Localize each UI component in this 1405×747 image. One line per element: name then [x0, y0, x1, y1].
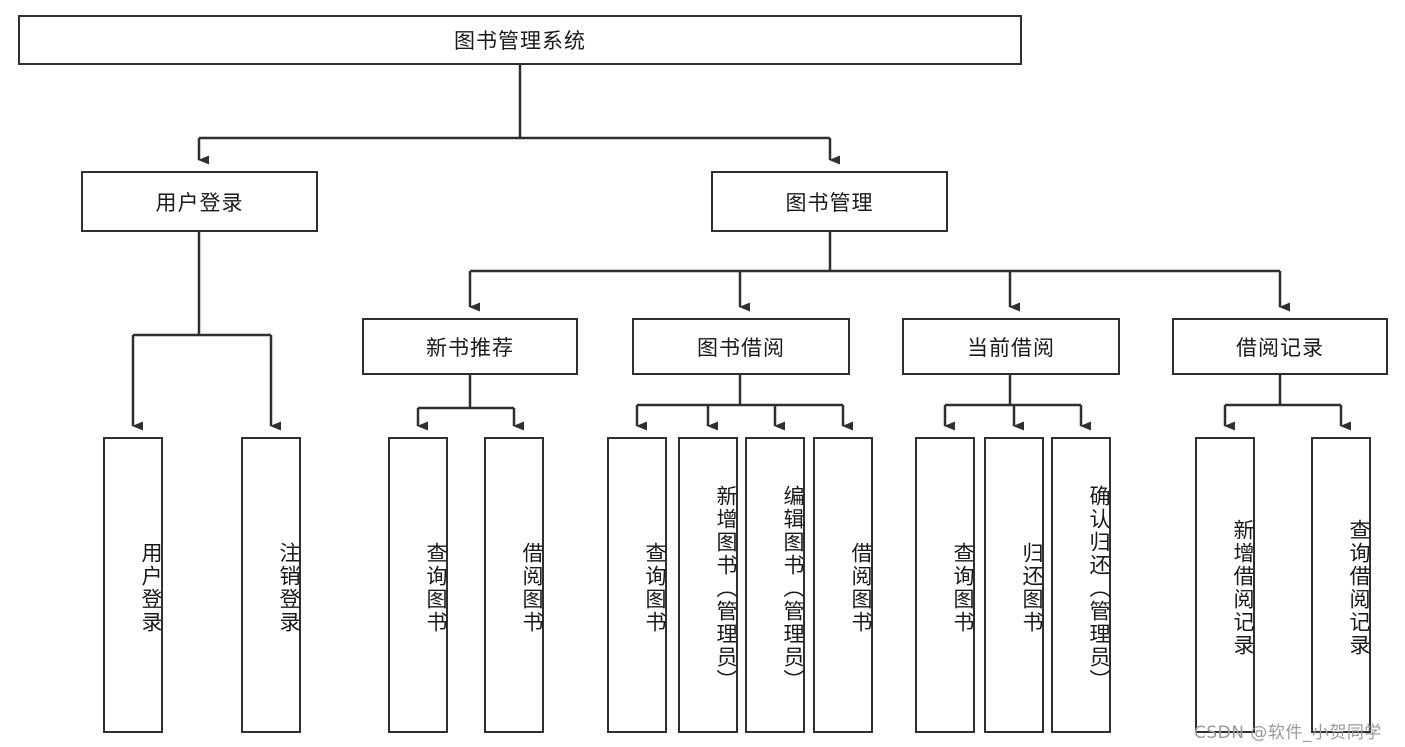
- leaf-query-borrow-record[interactable]: 查询借阅记录: [1311, 437, 1371, 733]
- leaf-confirm-return-admin[interactable]: 确认归还（管理员）: [1051, 437, 1111, 733]
- node-user-login-label: 用户登录: [155, 190, 244, 215]
- leaf-user-login-label: 用户登录: [139, 542, 163, 634]
- leaf-borrow-book-recommend-label: 借阅图书: [520, 542, 544, 634]
- leaf-query-book-recommend-label: 查询图书: [424, 542, 448, 634]
- leaf-borrow-book[interactable]: 借阅图书: [813, 437, 873, 733]
- leaf-query-book-borrow[interactable]: 查询图书: [607, 437, 667, 733]
- node-new-book-recommend-label: 新书推荐: [426, 335, 514, 360]
- leaf-query-book-borrow-label: 查询图书: [643, 542, 667, 634]
- node-book-borrow-label: 图书借阅: [697, 335, 785, 360]
- leaf-return-book[interactable]: 归还图书: [984, 437, 1044, 733]
- leaf-borrow-book-label: 借阅图书: [849, 542, 873, 634]
- leaf-borrow-book-recommend[interactable]: 借阅图书: [484, 437, 544, 733]
- leaf-edit-book-admin-label: 编辑图书（管理员）: [781, 484, 805, 692]
- leaf-user-logout-label: 注销登录: [277, 542, 301, 634]
- node-root-label: 图书管理系统: [454, 29, 586, 53]
- node-borrow-record[interactable]: 借阅记录: [1172, 318, 1388, 375]
- node-book-management-label: 图书管理: [785, 190, 874, 215]
- leaf-user-login[interactable]: 用户登录: [103, 437, 163, 733]
- node-user-login[interactable]: 用户登录: [81, 171, 318, 232]
- node-book-management[interactable]: 图书管理: [711, 171, 948, 232]
- leaf-return-book-label: 归还图书: [1020, 542, 1044, 634]
- node-current-borrow-label: 当前借阅: [967, 335, 1055, 360]
- leaf-add-book-admin-label: 新增图书（管理员）: [714, 484, 738, 692]
- leaf-add-borrow-record-label: 新增借阅记录: [1231, 519, 1255, 657]
- leaf-query-book-current[interactable]: 查询图书: [915, 437, 975, 733]
- watermark: CSDN @软件_小贺同学: [1194, 723, 1382, 743]
- leaf-query-book-current-label: 查询图书: [951, 542, 975, 634]
- leaf-confirm-return-admin-label: 确认归还（管理员）: [1087, 484, 1111, 692]
- leaf-user-logout[interactable]: 注销登录: [241, 437, 301, 733]
- leaf-add-book-admin[interactable]: 新增图书（管理员）: [678, 437, 738, 733]
- leaf-edit-book-admin[interactable]: 编辑图书（管理员）: [745, 437, 805, 733]
- leaf-add-borrow-record[interactable]: 新增借阅记录: [1195, 437, 1255, 733]
- node-new-book-recommend[interactable]: 新书推荐: [362, 318, 578, 375]
- node-root[interactable]: 图书管理系统: [18, 15, 1022, 65]
- leaf-query-book-recommend[interactable]: 查询图书: [388, 437, 448, 733]
- leaf-query-borrow-record-label: 查询借阅记录: [1347, 519, 1371, 657]
- node-current-borrow[interactable]: 当前借阅: [902, 318, 1120, 375]
- node-borrow-record-label: 借阅记录: [1236, 335, 1324, 360]
- node-book-borrow[interactable]: 图书借阅: [632, 318, 850, 375]
